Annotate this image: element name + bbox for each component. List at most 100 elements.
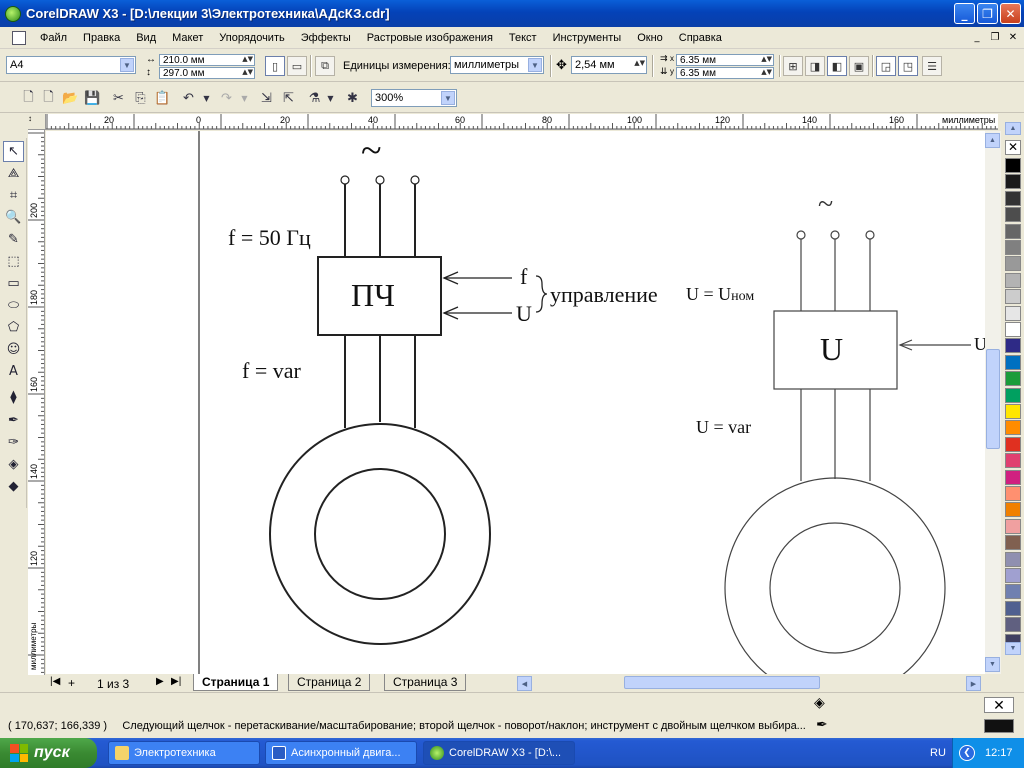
control-f-label[interactable]: f <box>520 264 528 289</box>
color-swatch[interactable] <box>1005 371 1021 387</box>
horizontal-scroll-thumb[interactable] <box>624 676 820 689</box>
chevron-down-icon[interactable]: ▼ <box>120 58 134 72</box>
chevron-down-icon[interactable]: ▼ <box>241 94 248 103</box>
color-swatch[interactable] <box>1005 207 1021 223</box>
title-bar[interactable]: CorelDRAW X3 - [D:\лекции 3\Электротехни… <box>0 0 1024 27</box>
nudge-distance-field[interactable]: 2,54 мм ▲▼ <box>571 56 647 74</box>
color-swatch[interactable] <box>1005 486 1021 501</box>
voltage-variable-label[interactable]: U = var <box>696 417 752 437</box>
color-swatch[interactable] <box>1005 240 1021 255</box>
color-swatch[interactable] <box>1005 404 1021 419</box>
snap-objects-button[interactable]: ◧ <box>827 56 847 76</box>
ac-symbol-right[interactable]: ~ <box>818 189 834 220</box>
tab-page-2[interactable]: Страница 2 <box>288 674 371 691</box>
doc-minimize-button[interactable]: _ <box>974 31 980 43</box>
regulator-label[interactable]: U <box>820 331 844 367</box>
freehand-tool-icon[interactable]: ✎ <box>8 232 19 247</box>
options-button[interactable]: ☰ <box>922 56 942 76</box>
color-swatch[interactable] <box>1005 469 1021 485</box>
interactive-blend-tool-icon[interactable]: ⧫ <box>10 390 17 405</box>
motor-stator-right[interactable] <box>724 477 946 674</box>
horizontal-ruler[interactable]: 20 0 20 40 60 80 100 120 140 160 миллиме… <box>46 114 998 130</box>
chevron-down-icon[interactable]: ▼ <box>441 91 455 105</box>
paste-icon[interactable]: 📋 <box>154 91 171 106</box>
menu-text[interactable]: Текст <box>508 31 537 44</box>
add-page-button[interactable]: + <box>68 676 76 690</box>
motor-rotor-left[interactable] <box>314 468 446 600</box>
document-icon[interactable] <box>12 30 26 45</box>
doc-close-button[interactable]: ✕ <box>1008 31 1018 43</box>
menu-file[interactable]: Файл <box>40 31 68 44</box>
dynamic-guides-button[interactable]: ▣ <box>849 56 869 76</box>
zoom-tool-icon[interactable]: 🔍 <box>5 210 22 225</box>
color-swatch[interactable] <box>1005 387 1021 403</box>
converter-label[interactable]: ПЧ <box>351 277 395 313</box>
text-tool-icon[interactable]: A <box>9 364 18 379</box>
coreldraw-app-icon[interactable] <box>5 5 21 22</box>
spinner-icon[interactable]: ▲▼ <box>761 68 772 76</box>
application-launcher-icon[interactable]: ⚗ <box>308 91 321 106</box>
snap-grid-button[interactable]: ⊞ <box>783 56 803 76</box>
spinner-icon[interactable]: ▲▼ <box>761 55 772 63</box>
ac-symbol-left[interactable]: ~ <box>361 131 382 172</box>
scroll-down-button[interactable]: ▼ <box>985 657 1000 672</box>
color-swatch[interactable] <box>1005 453 1021 469</box>
control-label[interactable]: управление <box>550 282 658 307</box>
color-swatch[interactable] <box>1005 256 1021 272</box>
eyedropper-tool-icon[interactable]: ✒ <box>8 413 19 428</box>
color-swatch[interactable] <box>1005 223 1021 239</box>
color-swatch[interactable] <box>1005 436 1021 452</box>
paper-size-select[interactable]: A4 ▼ <box>6 56 136 74</box>
next-page-button[interactable]: ▶ <box>156 676 164 687</box>
menu-arrange[interactable]: Упорядочить <box>219 31 285 44</box>
menu-window[interactable]: Окно <box>637 31 663 44</box>
no-color-swatch[interactable]: ✕ <box>1005 140 1021 155</box>
import-icon[interactable]: ⇲ <box>261 91 272 106</box>
frequency-converter-box[interactable] <box>317 256 442 336</box>
duplicate-y-field[interactable]: 6.35 мм ▲▼ <box>676 67 774 79</box>
frequency-variable-label[interactable]: f = var <box>242 358 301 383</box>
landscape-button[interactable]: ▭ <box>287 56 307 76</box>
page-width-field[interactable]: 210.0 мм ▲▼ <box>159 54 255 66</box>
nominal-voltage-label[interactable]: U = Uном <box>686 284 754 305</box>
language-indicator[interactable]: RU <box>930 747 946 759</box>
doc-restore-button[interactable]: ❐ <box>990 31 1000 43</box>
voltage-regulator-box[interactable] <box>773 310 898 390</box>
spinner-icon[interactable]: ▲▼ <box>242 55 253 63</box>
menu-bitmaps[interactable]: Растровые изображения <box>366 31 493 44</box>
fill-indicator-icon[interactable]: ◈ <box>814 695 825 711</box>
taskbar-item-coreldraw[interactable]: CorelDRAW X3 - [D:\... <box>423 741 575 765</box>
corel-online-icon[interactable]: ✱ <box>347 91 358 106</box>
color-swatch[interactable] <box>1005 322 1021 337</box>
clock[interactable]: 12:17 <box>985 747 1013 759</box>
menu-effects[interactable]: Эффекты <box>300 31 351 44</box>
menu-view[interactable]: Вид <box>136 31 157 44</box>
color-swatch[interactable] <box>1005 420 1021 436</box>
motor-stator-left[interactable] <box>269 423 491 645</box>
undo-icon[interactable]: ↶ <box>183 91 194 106</box>
outline-indicator-icon[interactable]: ✒ <box>816 717 828 733</box>
scroll-left-button[interactable]: ◀ <box>517 676 532 691</box>
color-swatch[interactable] <box>1005 289 1021 305</box>
all-pages-button[interactable]: ⧉ <box>315 56 335 76</box>
color-swatch[interactable] <box>1005 568 1021 583</box>
crop-tool-icon[interactable]: ⌗ <box>9 188 18 203</box>
save-icon[interactable]: 💾 <box>84 91 101 106</box>
color-swatch[interactable] <box>1005 158 1021 173</box>
spinner-icon[interactable]: ▲▼ <box>634 59 645 67</box>
maximize-button[interactable]: ❐ <box>977 3 998 24</box>
vertical-ruler[interactable]: 200 180 160 140 120 миллиметры <box>28 130 45 675</box>
vertical-scrollbar[interactable]: ▲ ▼ <box>985 131 1001 674</box>
units-select[interactable]: миллиметры ▼ <box>450 56 544 74</box>
drawing-canvas[interactable]: ~ f = 50 Гц ПЧ f U управление f = var ~ … <box>46 131 986 674</box>
new-document-icon[interactable]: 🗋 <box>23 89 34 105</box>
offscreen-control-label[interactable]: U <box>974 334 986 354</box>
pick-tool-icon[interactable]: ↖ <box>3 141 24 162</box>
outline-color-swatch[interactable] <box>984 719 1014 733</box>
zoom-level-select[interactable]: 300% ▼ <box>371 89 457 107</box>
copy-icon[interactable]: ⎘ <box>135 91 146 106</box>
snap-guides-button[interactable]: ◨ <box>805 56 825 76</box>
ruler-origin[interactable]: ↕ <box>28 114 46 130</box>
spinner-icon[interactable]: ▲▼ <box>242 68 253 76</box>
export-icon[interactable]: ⇱ <box>283 91 294 106</box>
